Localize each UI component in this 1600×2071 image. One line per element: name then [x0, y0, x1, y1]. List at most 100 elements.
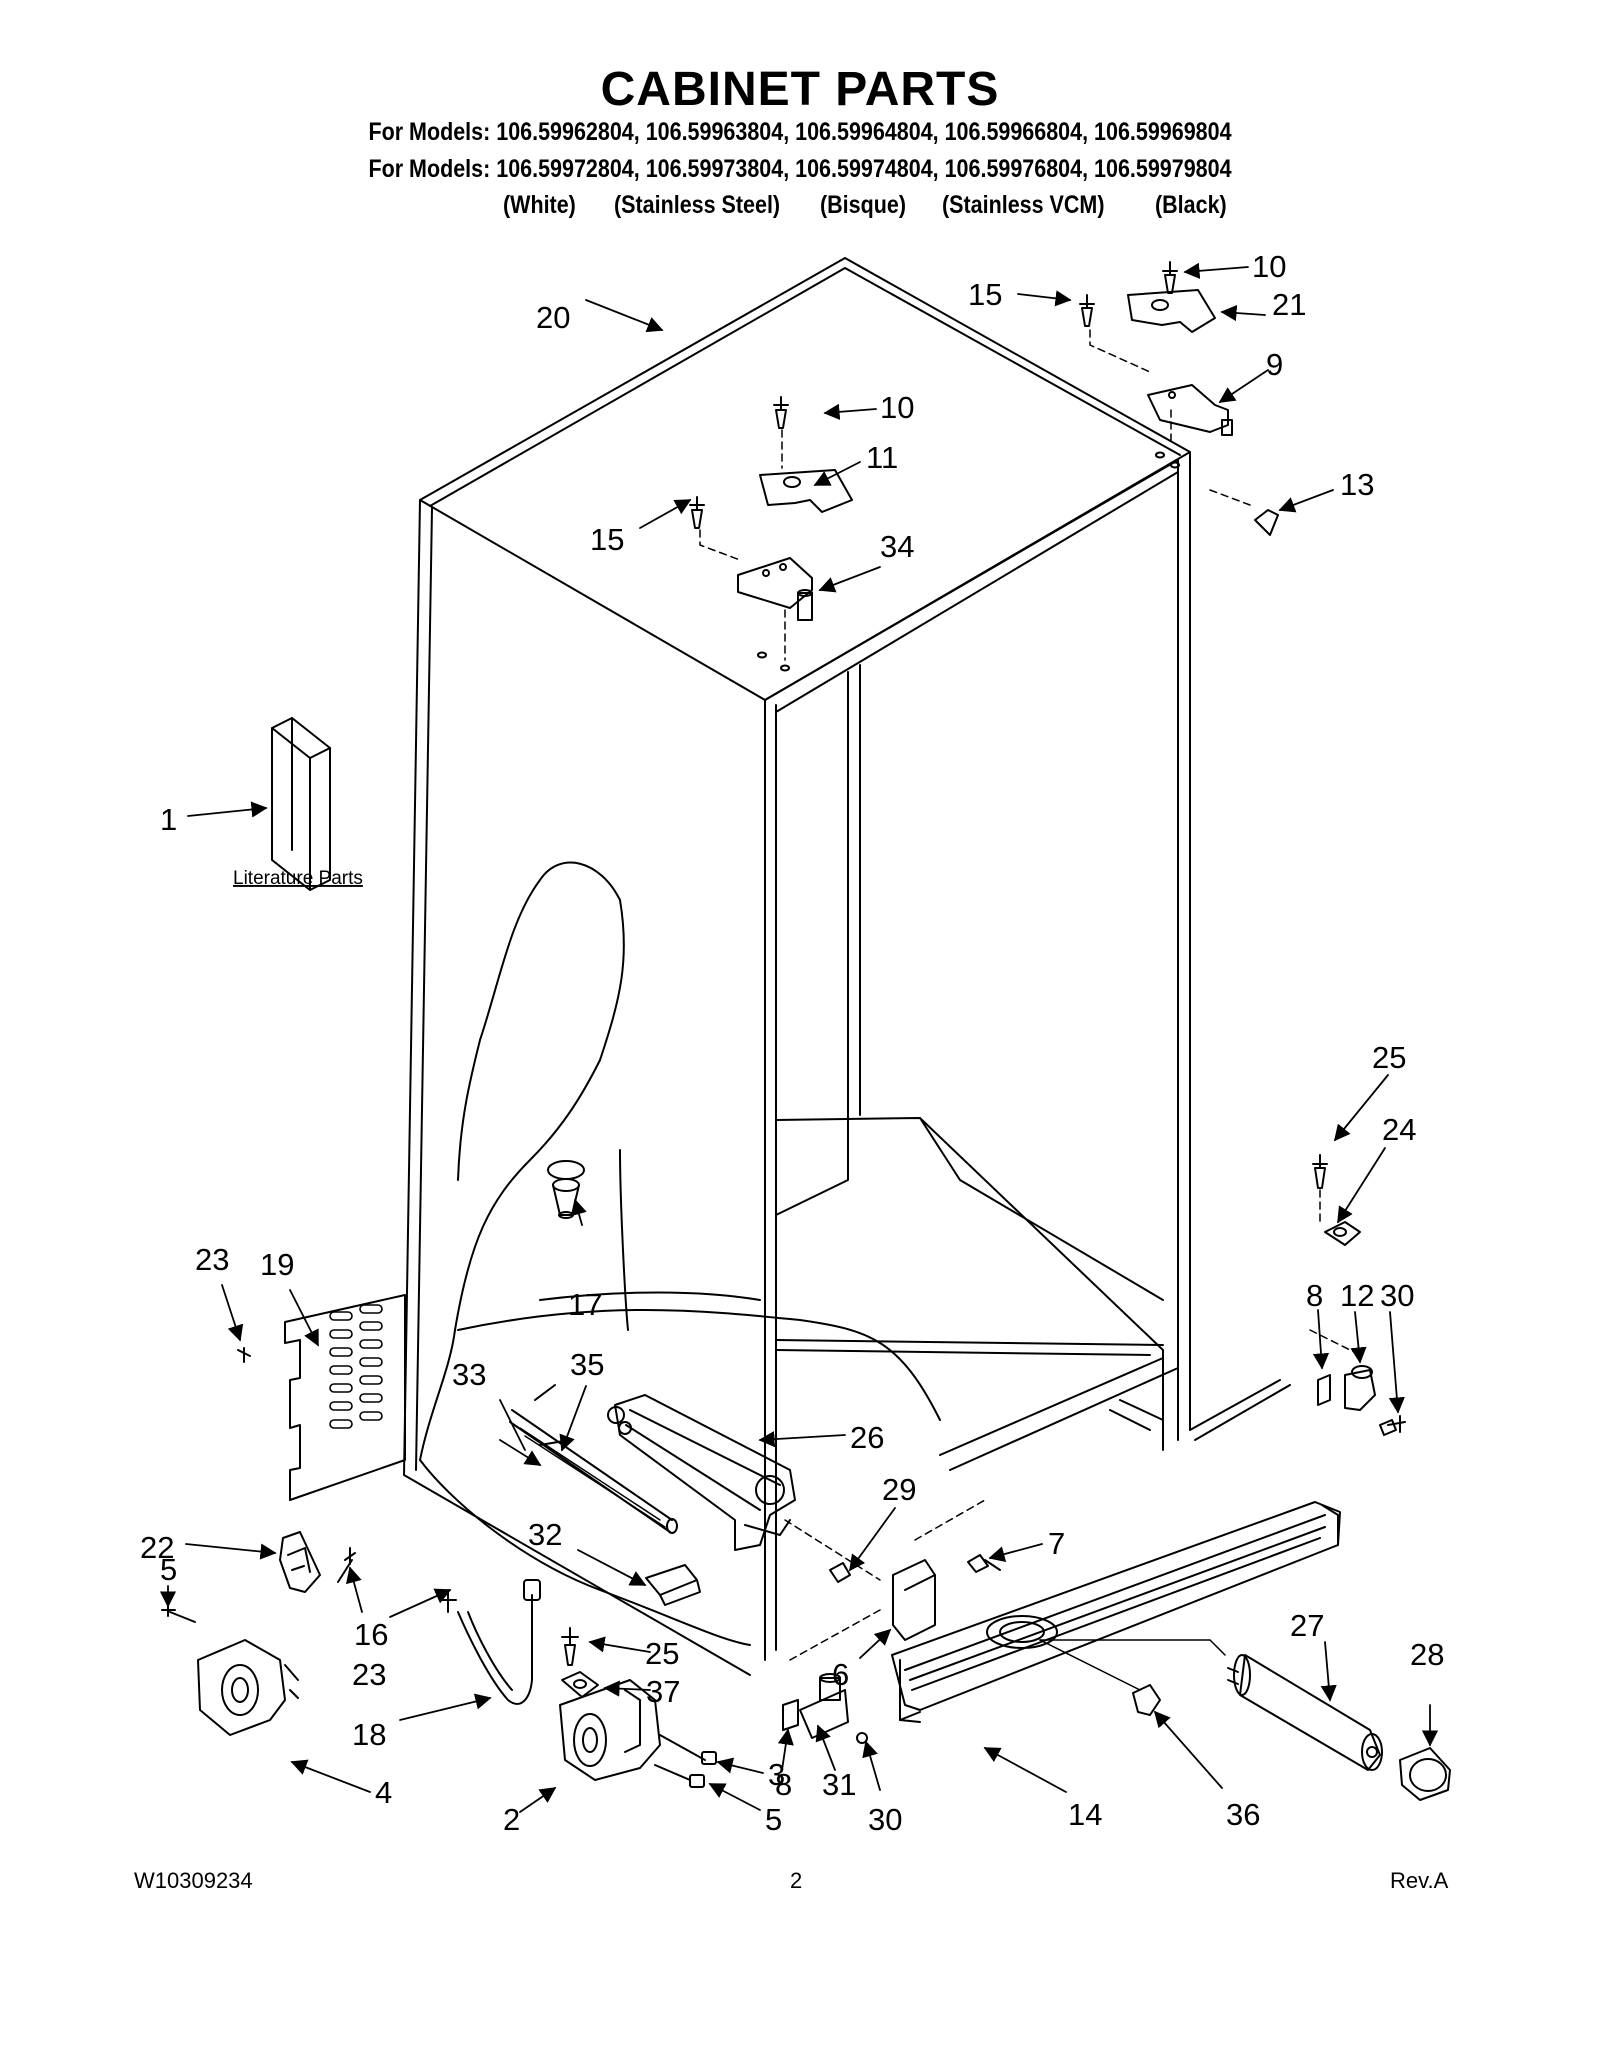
- callout-18: 18: [352, 1717, 386, 1752]
- leader-5-lower: [708, 1783, 761, 1811]
- leader-8-right: [1312, 1309, 1330, 1370]
- leader-6: [859, 1628, 892, 1659]
- leader-35: [559, 1385, 587, 1452]
- lower-hinge-parts: [782, 1499, 1001, 1744]
- leader-27: [1320, 1641, 1337, 1702]
- leader-2: [519, 1787, 557, 1813]
- leader-23-lower: [389, 1588, 452, 1618]
- base-grille: [891, 1501, 1341, 1723]
- leader-10-center: [823, 403, 877, 420]
- callout-32: 32: [528, 1517, 562, 1552]
- leader-25-right: [1333, 1074, 1389, 1142]
- callout-22: 22: [140, 1530, 174, 1565]
- leader-22: [185, 1543, 277, 1560]
- leader-36: [1153, 1710, 1223, 1789]
- revision: Rev.A: [1390, 1868, 1449, 1893]
- callout-8-lower: 8: [775, 1767, 792, 1802]
- leader-32: [577, 1549, 647, 1586]
- variant-black: (Black): [1155, 191, 1227, 219]
- callout-leaders: [159, 262, 1439, 1813]
- callout-6: 6: [832, 1657, 849, 1692]
- leader-29: [849, 1507, 896, 1572]
- rear-roller: [161, 1603, 299, 1736]
- leader-10-right: [1183, 262, 1249, 279]
- leader-19: [289, 1289, 319, 1347]
- top-hinge-right: [1079, 261, 1279, 536]
- leader-15-right: [1017, 290, 1072, 307]
- variant-white: (White): [503, 191, 576, 219]
- callout-28: 28: [1410, 1637, 1444, 1672]
- leader-7: [988, 1543, 1043, 1563]
- drain-cup-top: [547, 1160, 585, 1180]
- callout-35: 35: [570, 1347, 604, 1382]
- callout-36: 36: [1226, 1797, 1260, 1832]
- leader-1: [187, 801, 268, 818]
- variant-stainless-steel: (Stainless Steel): [614, 191, 781, 219]
- callout-3: 3: [768, 1757, 785, 1792]
- callout-29: 29: [882, 1472, 916, 1507]
- leader-31: [815, 1724, 836, 1771]
- top-hinge-center: [689, 396, 853, 672]
- callout-30-right: 30: [1380, 1278, 1414, 1313]
- leader-17: [571, 1198, 587, 1226]
- leader-13: [1278, 489, 1334, 513]
- callout-37: 37: [646, 1674, 680, 1709]
- callout-11: 11: [866, 440, 898, 475]
- callout-27: 27: [1290, 1608, 1324, 1643]
- leader-20: [585, 299, 664, 333]
- callout-34: 34: [880, 529, 914, 564]
- rear-access-cover: [237, 1294, 406, 1501]
- doc-number: W10309234: [134, 1868, 253, 1893]
- callout-25-right: 25: [1372, 1040, 1406, 1075]
- leader-9: [1218, 369, 1269, 403]
- callout-23-upper: 23: [195, 1242, 229, 1277]
- callout-15-right: 15: [968, 277, 1002, 312]
- leader-11: [813, 461, 861, 486]
- variant-stainless-vcm: (Stainless VCM): [942, 191, 1105, 219]
- leader-21: [1220, 304, 1266, 322]
- callout-8-right: 8: [1306, 1278, 1323, 1313]
- callout-2: 2: [503, 1802, 520, 1837]
- callout-31: 31: [822, 1767, 856, 1802]
- leader-14: [983, 1747, 1067, 1793]
- leader-25-lower: [588, 1636, 651, 1653]
- callout-1: 1: [160, 802, 177, 837]
- callout-7: 7: [1048, 1526, 1065, 1561]
- callout-10-center: 10: [880, 390, 914, 425]
- small-fasteners: [279, 1419, 1397, 1698]
- leader-18: [399, 1693, 492, 1721]
- callout-33: 33: [452, 1357, 486, 1392]
- leader-8-lower: [777, 1728, 794, 1771]
- callout-5-left: 5: [160, 1552, 177, 1587]
- callout-16: 16: [354, 1617, 388, 1652]
- leader-16: [346, 1566, 363, 1613]
- cabinet-body: [403, 257, 1291, 1676]
- callout-20: 20: [536, 300, 570, 335]
- callout-26: 26: [850, 1420, 884, 1455]
- leader-30-lower: [862, 1740, 881, 1791]
- page-title: CABINET PARTS: [600, 63, 1000, 116]
- callout-13: 13: [1340, 467, 1374, 502]
- callout-10-right: 10: [1252, 249, 1286, 284]
- front-roller: [559, 1679, 717, 1788]
- callout-21: 21: [1272, 287, 1306, 322]
- literature-parts-label: Literature Parts: [233, 868, 363, 889]
- leader-30-right: [1388, 1311, 1405, 1414]
- literature-parts: [271, 717, 331, 891]
- leader-12: [1350, 1311, 1367, 1364]
- callout-30-lower: 30: [868, 1802, 902, 1837]
- callout-24: 24: [1382, 1112, 1416, 1147]
- leader-37: [603, 1680, 651, 1697]
- page-number: 2: [790, 1868, 803, 1893]
- callout-19: 19: [260, 1247, 294, 1282]
- leader-23-upper: [221, 1284, 244, 1342]
- heater-assembly: [607, 1394, 881, 1583]
- callout-9: 9: [1266, 347, 1283, 382]
- water-filter: [1039, 1639, 1451, 1801]
- leader-4: [290, 1759, 371, 1793]
- leader-34: [818, 566, 881, 593]
- callout-4: 4: [375, 1775, 392, 1810]
- leader-26: [758, 1431, 846, 1448]
- callout-25-lower: 25: [645, 1636, 679, 1671]
